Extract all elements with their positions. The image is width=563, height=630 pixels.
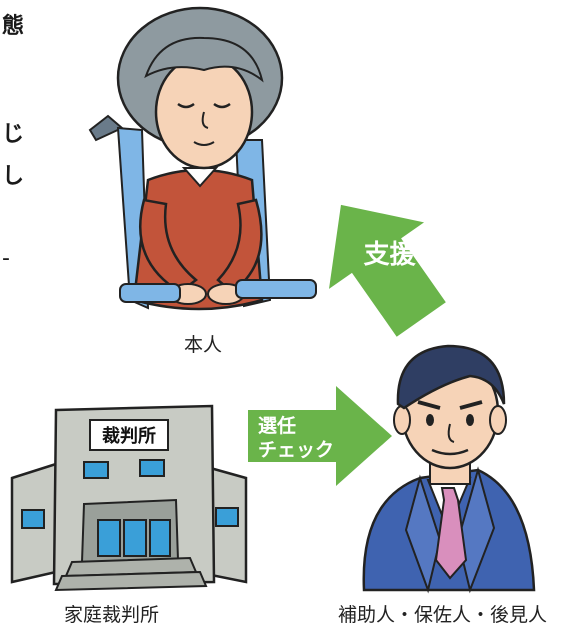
- caption-person: 本人: [184, 334, 223, 356]
- selection-arrow: 選任 チェック: [248, 386, 392, 486]
- selection-arrow-label-line2: チェック: [258, 439, 334, 461]
- caption-guardians: 補助人・保佐人・後見人: [338, 604, 548, 626]
- courthouse-building-illustration: 裁判所: [10, 404, 248, 592]
- court-sign: 裁判所: [102, 425, 156, 446]
- cropped-text-2: じ: [2, 122, 25, 147]
- caption-court: 家庭裁判所: [64, 604, 160, 626]
- support-arrow: 支援: [329, 204, 446, 337]
- cropped-text-1: 態: [2, 14, 25, 39]
- cropped-text-3: し: [2, 164, 25, 189]
- elderly-woman-wheelchair-illustration: [88, 6, 317, 311]
- man-in-suit-illustration: [362, 344, 536, 594]
- selection-arrow-label-line1: 選任: [258, 414, 296, 437]
- cropped-text-4: -: [2, 246, 10, 271]
- support-arrow-label: 支援: [364, 239, 417, 269]
